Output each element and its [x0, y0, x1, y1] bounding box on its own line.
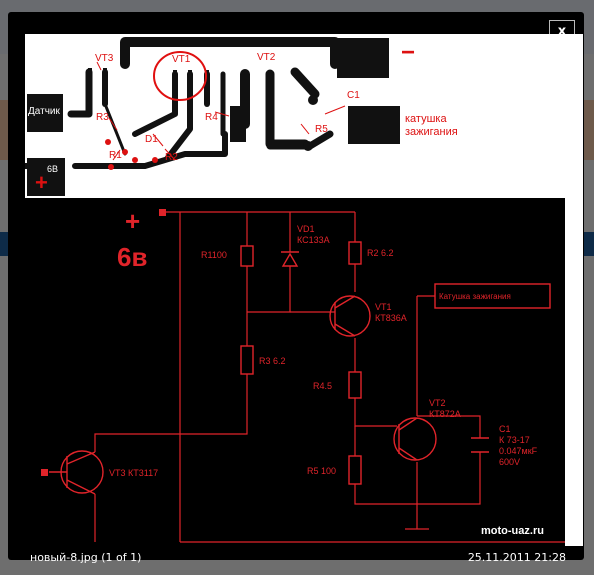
c1-label-line3: 0.047мкF — [499, 446, 538, 456]
pcb-pins — [88, 68, 272, 78]
image-caption: новый-8.jpg (1 of 1) — [30, 551, 142, 564]
pcb-via — [303, 141, 313, 151]
r4-label: R4.5 — [313, 381, 332, 391]
vt3-input-terminal — [41, 469, 48, 476]
r3-label: R3 6.2 — [259, 356, 286, 366]
coil-box-label: Катушка зажигания — [439, 292, 511, 301]
label-plus: + — [35, 170, 48, 195]
label-plus-6v: 6В — [47, 164, 58, 174]
lightbox-image[interactable]: VT3 VT1 VT2 − Датчик R3 D1 R4 C1 R5 кату… — [25, 34, 583, 546]
vt1-label-line1: VT1 — [375, 302, 392, 312]
vd1-label-line1: VD1 — [297, 224, 315, 234]
label-vt2: VT2 — [257, 52, 276, 63]
label-vt1: VT1 — [172, 54, 191, 65]
photo-right-edge — [565, 198, 583, 546]
label-r3: R3 — [96, 112, 109, 123]
watermark: moto-uaz.ru — [481, 525, 544, 537]
label-r1: R1 — [109, 150, 122, 161]
c1-label-line1: C1 — [499, 424, 511, 434]
supply-terminal — [159, 209, 166, 216]
label-vt3: VT3 — [95, 53, 114, 64]
lightbox-viewer: x — [8, 12, 584, 564]
schematic-plus: + — [125, 206, 140, 236]
r2-label: R2 6.2 — [367, 248, 394, 258]
label-coil-line1: катушка — [405, 113, 447, 125]
pcb-pad-minus — [337, 38, 389, 78]
pcb-labels: VT3 VT1 VT2 − Датчик R3 D1 R4 C1 R5 кату… — [28, 39, 458, 195]
schematic-labels: R1100 VD1 КС133А R2 6.2 Катушка зажигани… — [109, 224, 544, 537]
c1-label-line2: К 73-17 — [499, 435, 530, 445]
label-leaders — [96, 61, 346, 161]
pcb-pad-coil — [348, 106, 400, 144]
label-r4: R4 — [205, 112, 218, 123]
schematic-wires — [94, 211, 565, 543]
schematic-components — [49, 241, 551, 495]
image-datetime: 25.11.2011 21:28 — [467, 551, 566, 564]
label-r5: R5 — [315, 124, 328, 135]
vt1-label-line2: КТ836А — [375, 313, 407, 323]
label-minus: − — [401, 39, 415, 66]
schematic-supply-label: 6в — [117, 242, 147, 272]
vt2-label-line1: VT2 — [429, 398, 446, 408]
label-coil-line2: зажигания — [405, 126, 458, 138]
pcb-pad-plus — [27, 158, 65, 196]
c1-label-line4: 600V — [499, 457, 520, 467]
label-c1: C1 — [347, 90, 360, 101]
label-sensor: Датчик — [28, 106, 60, 117]
label-r2: R2 — [165, 152, 178, 163]
pcb-pad-r4 — [230, 106, 246, 142]
vd1-label-line2: КС133А — [297, 235, 330, 245]
r1-label: R1100 — [201, 250, 227, 260]
r5-label: R5 100 — [307, 466, 336, 476]
pcb-traces — [25, 37, 340, 169]
vt2-label-line2: КТ872А — [429, 409, 461, 419]
schematic-area — [25, 198, 565, 546]
solder-joints — [105, 139, 158, 170]
pcb-via — [308, 95, 318, 105]
pcb-photo-area — [25, 34, 583, 198]
pcb-pad-sensor — [27, 94, 63, 132]
label-d1: D1 — [145, 134, 158, 145]
vt3-label: VT3 КТ3117 — [109, 468, 158, 478]
vt1-highlight-circle — [153, 51, 207, 101]
